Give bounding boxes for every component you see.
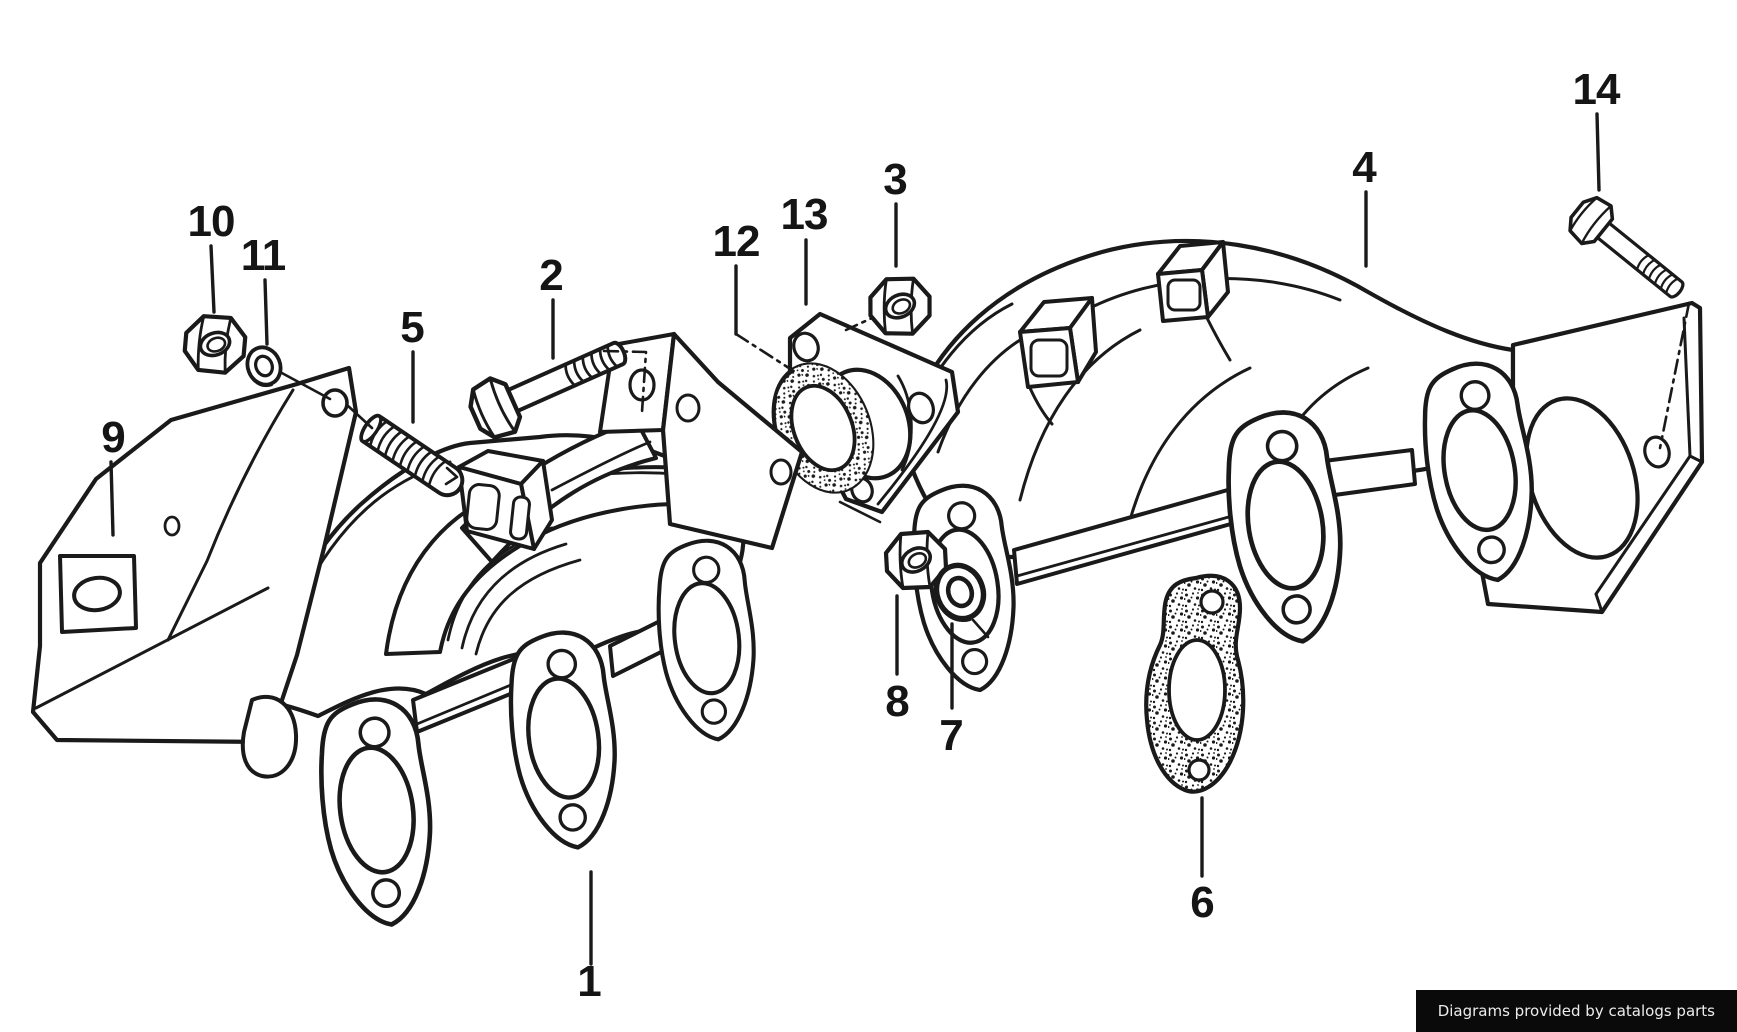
callout-leaders xyxy=(109,112,1601,966)
stud-pointer-line xyxy=(345,403,374,430)
manifold-end-stub xyxy=(240,694,299,779)
nut-axis-line xyxy=(844,316,874,332)
part-label-1: 1 xyxy=(577,957,601,1006)
leader-line-14 xyxy=(1595,112,1601,192)
callout-labels: 1 2 3 4 5 6 7 8 9 10 11 12 13 14 xyxy=(101,65,1622,1006)
front-manifold-port-flange xyxy=(499,627,628,854)
part-label-10: 10 xyxy=(188,197,235,246)
part-label-4: 4 xyxy=(1352,143,1377,192)
leader-line-9 xyxy=(109,460,115,537)
washer-pointer-line xyxy=(971,618,990,639)
part-label-8: 8 xyxy=(885,677,909,726)
hex-bolt-drawing xyxy=(1560,189,1697,313)
part-label-5: 5 xyxy=(400,303,424,352)
part-label-3: 3 xyxy=(883,155,906,204)
part-label-9: 9 xyxy=(101,413,124,462)
provider-badge-text: Diagrams provided by catalogs parts xyxy=(1437,1002,1715,1020)
hex-nut-drawing xyxy=(181,312,248,376)
nut-pointer-line xyxy=(838,500,882,524)
exhaust-gasket-drawing xyxy=(1144,573,1246,794)
leader-line-12-axis xyxy=(734,332,794,372)
bolt-insertion-line xyxy=(602,349,648,414)
exhaust-manifold-front-drawing xyxy=(255,331,805,932)
part-label-11: 11 xyxy=(241,231,286,280)
part-label-13: 13 xyxy=(781,190,828,239)
part-label-6: 6 xyxy=(1190,878,1213,927)
washer-pointer-line xyxy=(278,370,332,401)
hex-nut-drawing xyxy=(869,276,932,335)
exhaust-manifold-rear-drawing xyxy=(902,238,1705,697)
washer-drawing xyxy=(240,340,289,393)
part-label-12: 12 xyxy=(713,217,760,266)
part-label-7: 7 xyxy=(939,711,962,760)
leader-line-11 xyxy=(263,278,269,346)
stud-arrow xyxy=(444,466,459,486)
front-manifold-port-flange xyxy=(649,536,765,745)
leader-line-10 xyxy=(209,244,216,314)
stud-bolt-drawing xyxy=(359,413,465,498)
bolt-axis-line xyxy=(1658,301,1691,450)
hardware-parts xyxy=(181,189,1697,639)
provider-badge: Diagrams provided by catalogs parts xyxy=(1415,990,1737,1032)
part-label-2: 2 xyxy=(539,251,562,300)
heat-shield-drawing xyxy=(30,365,359,779)
part-label-14: 14 xyxy=(1573,65,1621,114)
